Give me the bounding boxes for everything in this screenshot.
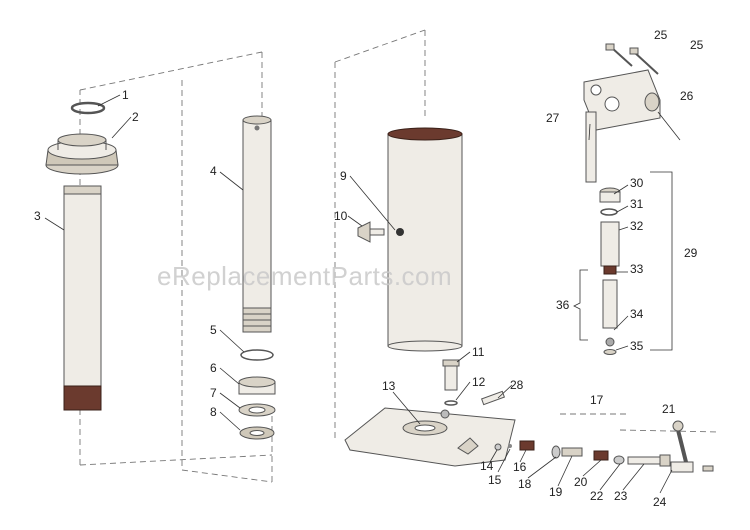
part-26-bracket [583,69,661,131]
part-12-seal [444,400,458,406]
part-4-ram [242,115,272,333]
callout-23: 23 [614,489,628,503]
part-6-seal [238,376,276,395]
callout-4: 4 [210,164,217,178]
release-valve-assembly [494,413,721,473]
watermark-text: eReplacementParts.com [157,261,452,291]
part-28-rod [480,390,506,406]
callout-labels: 1 2 3 4 5 6 7 8 9 10 11 12 13 14 15 16 1… [34,28,704,509]
part-10-screw [357,221,404,243]
assembly-outline-right [334,29,426,440]
callout-32: 32 [630,219,644,233]
callout-6: 6 [210,361,217,375]
callout-11: 11 [472,345,485,359]
callout-25a: 25 [654,28,668,42]
callout-34: 34 [630,307,644,321]
callout-35: 35 [630,339,644,353]
callout-15: 15 [488,473,502,487]
callout-1: 1 [122,88,129,102]
callout-25b: 25 [690,38,704,52]
callout-19: 19 [549,485,563,499]
callout-9: 9 [340,169,347,183]
callout-7: 7 [210,386,217,400]
part-27-link [585,111,597,183]
part-11-fitting [442,359,460,391]
callout-17: 17 [590,393,604,407]
part-8-nut [239,426,275,440]
callout-26: 26 [680,89,694,103]
callout-29: 29 [684,246,698,260]
callout-14: 14 [480,459,494,473]
bracket-29 [650,171,673,351]
callout-27: 27 [546,111,560,125]
callout-12: 12 [472,375,486,389]
callout-10: 10 [334,209,348,223]
callout-5: 5 [210,323,217,337]
part-25-bolts [605,43,659,75]
callout-24: 24 [653,495,667,509]
callout-13: 13 [382,379,396,393]
callout-22: 22 [590,489,604,503]
callout-18: 18 [518,477,532,491]
callout-2: 2 [132,110,139,124]
assembly-outline-center [181,80,273,483]
part-13-base [344,407,516,467]
pump-assembly [599,187,621,355]
callout-36: 36 [556,298,570,312]
part-9-cylinder [387,127,463,352]
part-7-washer [238,403,276,417]
callout-3: 3 [34,209,41,223]
part-3-tube [63,185,102,411]
bracket-36 [573,269,588,341]
callout-16: 16 [513,460,527,474]
leader-lines [44,94,681,494]
callout-31: 31 [630,197,644,211]
part-2-cap [45,133,119,175]
part-5-ring [240,349,274,361]
callout-8: 8 [210,405,217,419]
part-1-ring [70,101,106,115]
callout-33: 33 [630,262,644,276]
callout-28: 28 [510,378,524,392]
callout-20: 20 [574,475,588,489]
callout-21: 21 [662,402,676,416]
callout-30: 30 [630,176,644,190]
assembly-outline-left [79,51,273,466]
